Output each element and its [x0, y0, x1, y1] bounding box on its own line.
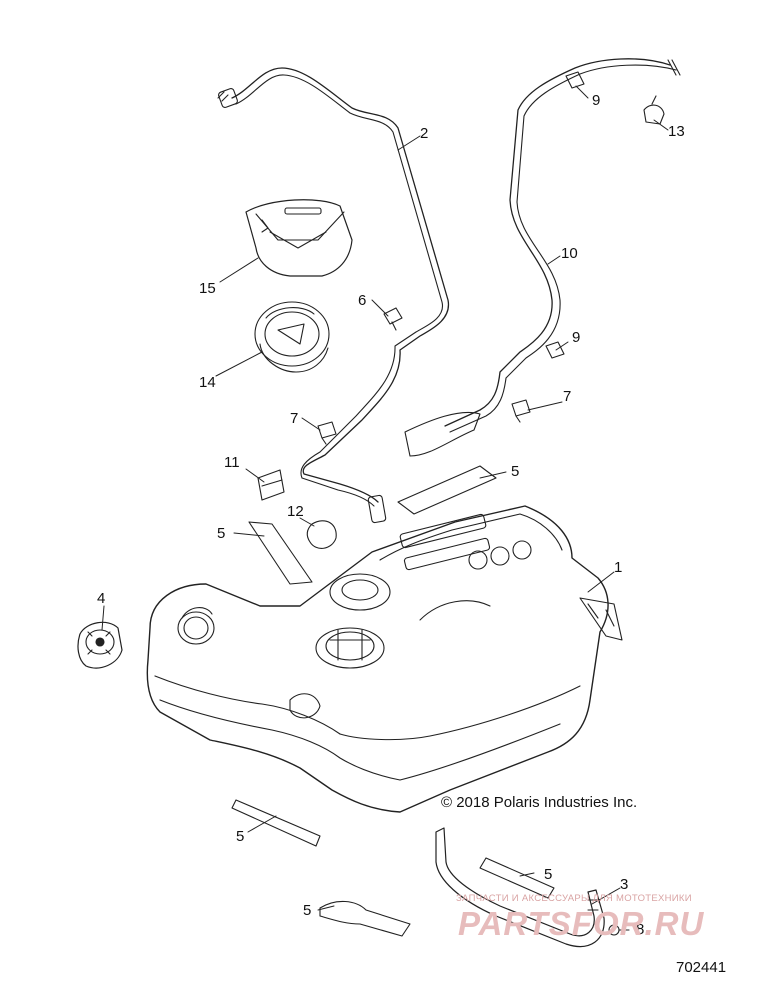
callout-9-b: 9	[572, 329, 581, 346]
watermark-logo: PARTSFOR.RU	[458, 905, 705, 942]
callout-9-a: 9	[592, 92, 601, 109]
bracket-11	[257, 469, 285, 501]
fuel-tank-1	[146, 505, 623, 813]
seal-12	[306, 520, 337, 549]
callout-5-c: 5	[236, 828, 245, 845]
callout-5-a: 5	[511, 463, 520, 480]
callout-4: 4	[97, 590, 106, 607]
callout-11: 11	[224, 454, 240, 471]
pad-5-e	[319, 900, 411, 937]
copyright-notice: © 2018 Polaris Industries Inc.	[441, 794, 638, 811]
callout-14: 14	[199, 374, 216, 391]
clip-9-b	[545, 341, 565, 359]
fitting-13	[643, 95, 665, 125]
pump-cap-14	[254, 301, 330, 373]
vent-line-10	[404, 58, 681, 457]
callout-7-a: 7	[290, 410, 299, 427]
strap-3	[435, 827, 605, 948]
callout-13: 13	[668, 123, 685, 140]
filler-cap-4	[77, 621, 123, 669]
callout-15: 15	[199, 280, 216, 297]
callout-6: 6	[358, 292, 367, 309]
callout-5-e: 5	[303, 902, 312, 919]
pad-5-c	[231, 799, 321, 847]
diagram-number: 702441	[676, 959, 727, 976]
callout-2: 2	[420, 125, 429, 142]
watermark-tagline: ЗАПЧАСТИ И АКСЕССУАРЫ ДЛЯ МОТОТЕХНИКИ	[456, 893, 692, 904]
clip-7-a	[317, 421, 337, 445]
callout-8: 8	[636, 921, 645, 938]
clip-6	[383, 307, 403, 331]
callout-1: 1	[614, 559, 623, 576]
leader-lines	[101, 85, 669, 931]
callout-10: 10	[561, 245, 578, 262]
canister-cover-15	[245, 199, 353, 277]
vent-line-2	[217, 67, 450, 524]
callout-3: 3	[620, 876, 629, 893]
pad-5-d	[479, 857, 555, 899]
callout-7-b: 7	[563, 388, 572, 405]
clip-7-b	[511, 399, 531, 423]
pad-5-b	[248, 521, 313, 585]
clip-9-a	[565, 71, 585, 89]
callout-5-d: 5	[544, 866, 553, 883]
pad-5-a	[397, 465, 497, 515]
callout-5-b: 5	[217, 525, 226, 542]
callout-12: 12	[287, 503, 304, 520]
